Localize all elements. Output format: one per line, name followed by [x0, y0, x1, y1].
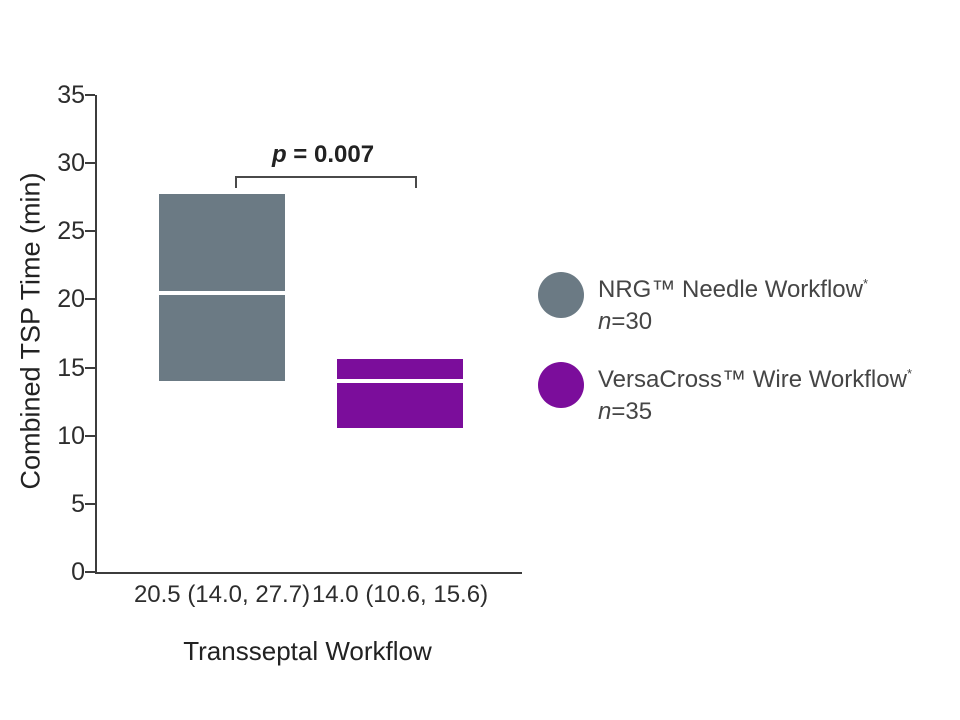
legend: NRG™ Needle Workflow* n=30 VersaCross™ W…	[538, 270, 958, 460]
legend-n-symbol: n	[598, 308, 612, 335]
y-tick-label: 0	[71, 558, 85, 586]
y-tick-label: 20	[57, 285, 85, 314]
iqr-box-nrg	[159, 194, 285, 382]
y-axis-tick	[85, 434, 95, 437]
p-value-annotation: p = 0.007	[223, 141, 423, 169]
legend-n-value-versacross: =35	[611, 398, 653, 425]
x-axis-label: Transseptal Workflow	[183, 636, 432, 666]
plot-area: p = 0.007 20.5 (14.0, 27.7) 14.0 (10.6, …	[57, 81, 522, 608]
y-tick-label: 25	[57, 217, 85, 246]
y-axis-tick	[85, 162, 95, 165]
median-line-versacross	[337, 379, 463, 384]
legend-n-value-nrg: =30	[611, 308, 653, 335]
legend-item-nrg: NRG™ Needle Workflow* n=30	[538, 270, 958, 340]
footnote-asterisk: *	[862, 276, 869, 291]
y-axis-tick	[85, 571, 95, 573]
nrg-color-swatch-icon	[538, 272, 584, 318]
significance-bracket	[235, 176, 417, 188]
y-axis-tick	[85, 366, 95, 369]
x-tick-label-nrg: 20.5 (14.0, 27.7)	[133, 581, 311, 608]
iqr-box-versacross	[337, 359, 463, 428]
y-axis-tick	[85, 298, 95, 301]
legend-item-versacross: VersaCross™ Wire Workflow* n=35	[538, 360, 958, 430]
y-tick-label: 10	[57, 421, 85, 450]
legend-n-symbol: n	[598, 398, 612, 425]
y-tick-label: 30	[57, 149, 85, 178]
y-tick-label: 35	[57, 81, 85, 109]
legend-text-versacross: VersaCross™ Wire Workflow* n=35	[598, 358, 958, 428]
y-tick-label: 15	[57, 353, 85, 382]
y-axis-tick	[85, 94, 95, 96]
p-value-text: = 0.007	[286, 141, 375, 168]
median-line-nrg	[159, 290, 285, 295]
y-axis-tick	[85, 502, 95, 505]
legend-text-nrg: NRG™ Needle Workflow* n=30	[598, 268, 958, 338]
legend-label-versacross: VersaCross™ Wire Workflow	[598, 366, 907, 393]
legend-label-nrg: NRG™ Needle Workflow	[598, 276, 863, 303]
y-axis-tick	[85, 230, 95, 233]
p-value-symbol: p	[271, 141, 287, 168]
versacross-color-swatch-icon	[538, 362, 584, 408]
x-tick-label-versacross: 14.0 (10.6, 15.6)	[311, 581, 489, 608]
y-tick-label: 5	[71, 489, 85, 518]
footnote-asterisk: *	[906, 366, 913, 381]
